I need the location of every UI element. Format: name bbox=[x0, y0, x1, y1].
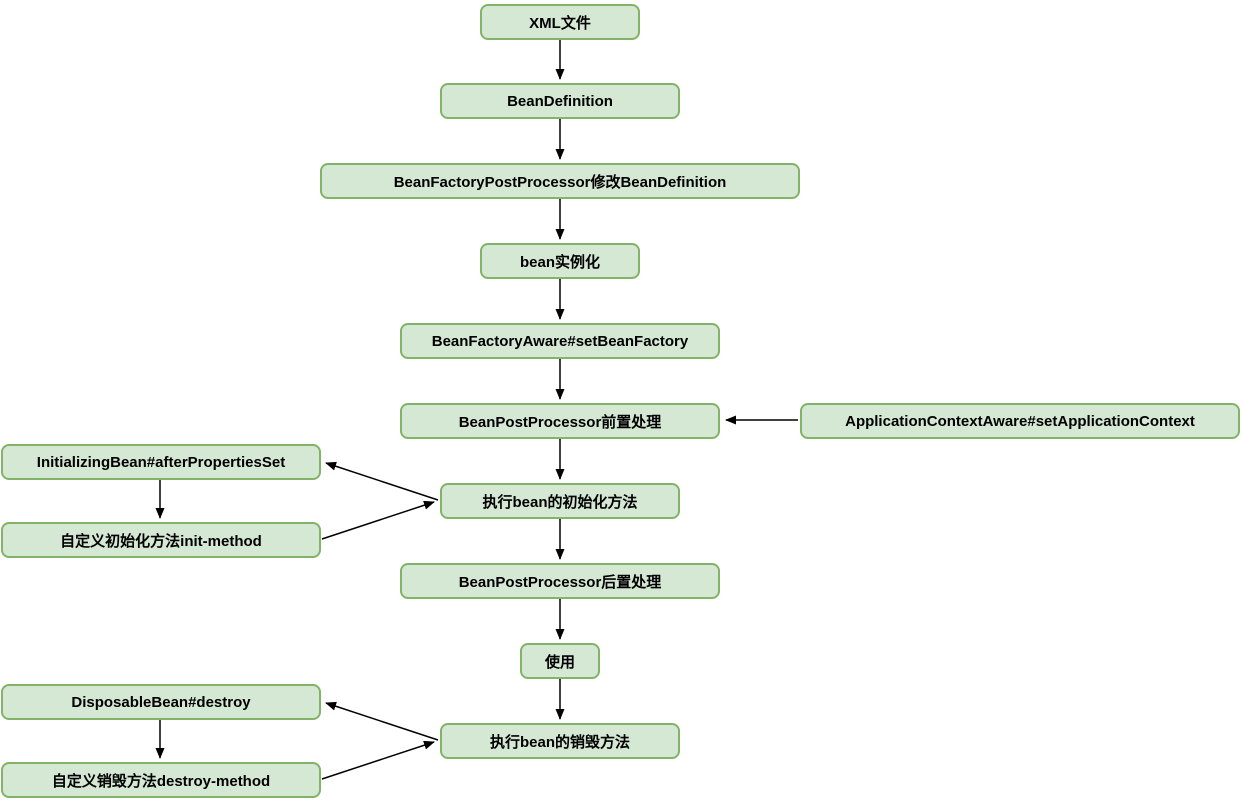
node-bean-instantiation: bean实例化 bbox=[480, 243, 640, 279]
node-custom-destroy-method: 自定义销毁方法destroy-method bbox=[1, 762, 321, 798]
node-disposable-bean: DisposableBean#destroy bbox=[1, 684, 321, 720]
node-custom-init-method: 自定义初始化方法init-method bbox=[1, 522, 321, 558]
node-bean-post-processor-before: BeanPostProcessor前置处理 bbox=[400, 403, 720, 439]
node-xml-file: XML文件 bbox=[480, 4, 640, 40]
edge-exec-init-to-initializingbean bbox=[325, 461, 439, 501]
node-bean-factory-aware: BeanFactoryAware#setBeanFactory bbox=[400, 323, 720, 359]
node-bean-factory-post-processor: BeanFactoryPostProcessor修改BeanDefinition bbox=[320, 163, 800, 199]
node-initializing-bean: InitializingBean#afterPropertiesSet bbox=[1, 444, 321, 480]
node-exec-destroy-methods: 执行bean的销毁方法 bbox=[440, 723, 680, 759]
edge-custom-destroy-to-exec-destroy bbox=[321, 740, 435, 780]
edge-exec-destroy-to-disposablebean bbox=[325, 701, 439, 741]
edge-custom-init-to-exec-init bbox=[321, 500, 435, 540]
node-exec-init-methods: 执行bean的初始化方法 bbox=[440, 483, 680, 519]
node-application-context-aware: ApplicationContextAware#setApplicationCo… bbox=[800, 403, 1240, 439]
node-bean-definition: BeanDefinition bbox=[440, 83, 680, 119]
node-use: 使用 bbox=[520, 643, 600, 679]
node-bean-post-processor-after: BeanPostProcessor后置处理 bbox=[400, 563, 720, 599]
